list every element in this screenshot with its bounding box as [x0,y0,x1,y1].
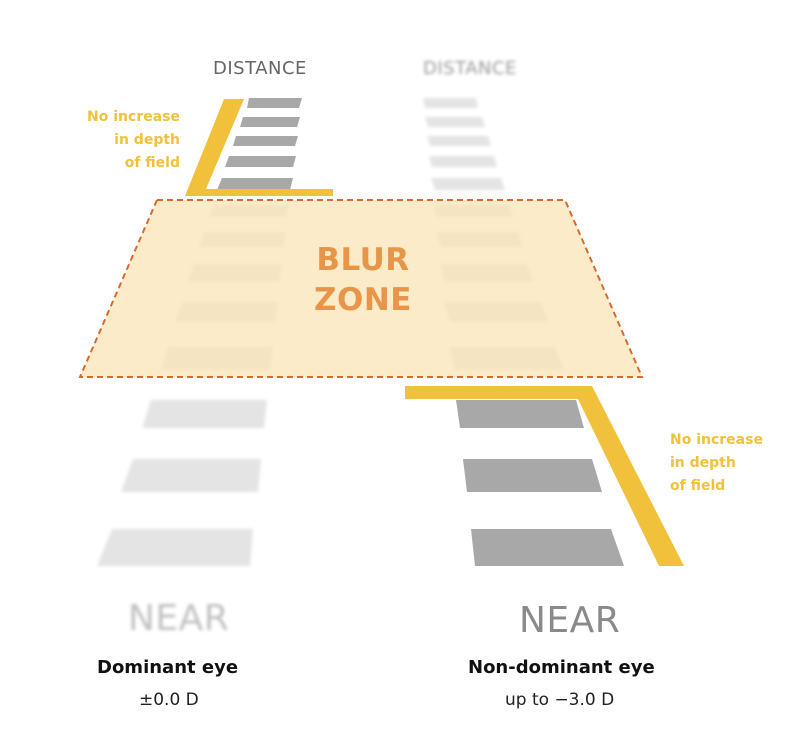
dominant-eye-diopter: ±0.0 D [139,690,199,710]
left-distance-bar [233,136,298,146]
near-label-left: NEAR [128,598,230,639]
right-distance-bar [423,98,478,108]
right-near-bar [456,400,584,428]
blur-zone-line: BLUR [316,242,410,278]
blur-zone-plane [78,199,644,378]
left-distance-bar [240,117,300,127]
dof-note-line: of field [124,155,180,171]
dof-note-line: in depth [114,132,180,148]
blur-zone-line: ZONE [314,282,412,318]
left-distance-bar [247,98,302,108]
depth-of-field-note-right: No increase in depth of field [670,429,763,498]
distance-label-right: DISTANCE [423,58,517,79]
left-near-bar [97,529,253,566]
right-near-bar [471,529,624,566]
right-distance-bar [427,136,491,146]
depth-of-field-note-left: No increase in depth of field [87,106,180,175]
dof-note-line: No increase [670,432,763,448]
right-distance-bar [431,178,505,190]
dof-note-line: of field [670,478,726,494]
left-near-bar [121,459,261,492]
left-near-bar [142,400,267,428]
near-label-right: NEAR [519,600,621,641]
dof-note-line: in depth [670,455,736,471]
right-distance-bar [425,117,485,127]
non-dominant-eye-diopter: up to −3.0 D [505,690,615,710]
right-distance-bar [429,156,497,167]
dof-note-line: No increase [87,109,180,125]
left-distance-bar [217,178,293,190]
left-depth-of-field-bracket [185,99,333,196]
non-dominant-eye-title: Non-dominant eye [468,657,655,678]
right-near-bar [463,459,602,492]
distance-label-left: DISTANCE [213,58,307,79]
blur-zone-label: BLUR ZONE [284,240,442,320]
right-depth-of-field-bracket [405,386,684,566]
left-distance-bar [225,156,296,167]
dominant-eye-title: Dominant eye [97,657,239,678]
